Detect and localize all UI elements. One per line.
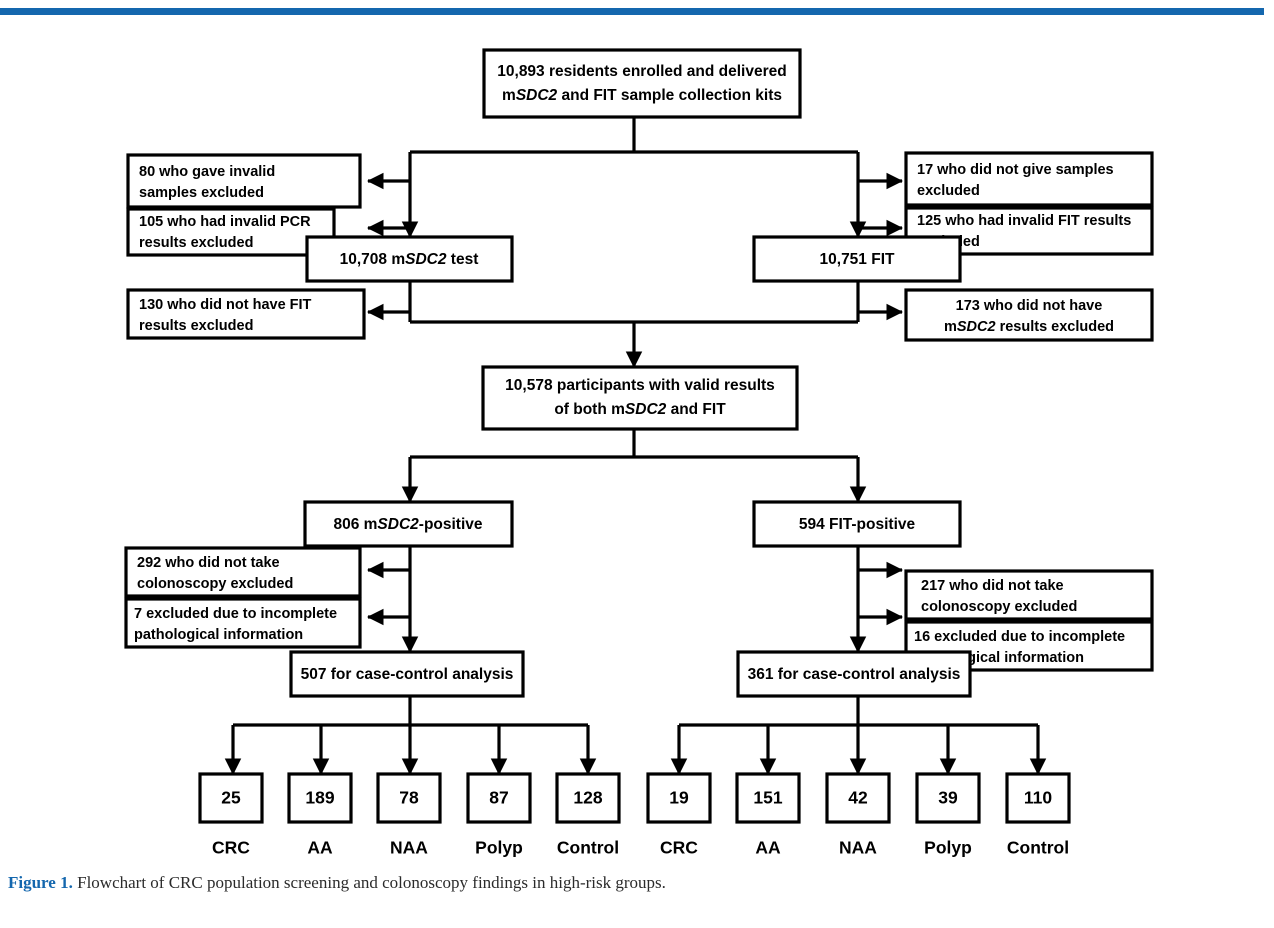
node-fit-test: 10,751 FIT — [752, 235, 962, 283]
figure-caption-text: Flowchart of CRC population screening an… — [72, 873, 666, 892]
node-excl-no-msdc2-results: 173 who did not have mSDC2 results exclu… — [904, 288, 1154, 342]
leaf-right-naa-label: NAA — [839, 838, 877, 858]
node-excl-no-fit-results: 130 who did not have FIT results exclude… — [126, 288, 366, 340]
flowchart-figure: 10,893 residents enrolled and delivered … — [0, 22, 1274, 862]
fit-test-label: 10,751 FIT — [820, 251, 895, 268]
excl-invalid-fit-line1: 125 who had invalid FIT results — [917, 213, 1131, 229]
excl-invalid-pcr-line1: 105 who had invalid PCR — [139, 214, 311, 230]
leaf-left-crc-value: 25 — [221, 788, 241, 808]
case-control-right-label: 361 for case-control analysis — [748, 666, 961, 683]
excl-incomplete-path-right-line1: 16 excluded due to incomplete — [914, 629, 1125, 645]
leaf-left-naa-value: 78 — [399, 788, 419, 808]
leaf-right-polyp: 39 Polyp — [915, 772, 981, 858]
node-excl-no-colo-right: 217 who did not take colonoscopy exclude… — [904, 569, 1154, 621]
leaf-left-crc-label: CRC — [212, 838, 250, 858]
excl-invalid-pcr-line2: results excluded — [139, 235, 253, 251]
node-case-control-right: 361 for case-control analysis — [736, 650, 972, 698]
node-excl-no-colo-left: 292 who did not take colonoscopy exclude… — [124, 546, 362, 598]
node-msdc2-test: 10,708 mSDC2 test — [305, 235, 514, 283]
leaf-right-aa: 151 AA — [735, 772, 801, 858]
flowchart-svg: 10,893 residents enrolled and delivered … — [124, 48, 1154, 858]
figure-caption: Figure 1. Flowchart of CRC population sc… — [8, 872, 1266, 894]
leaf-right-control-label: Control — [1007, 838, 1069, 858]
node-msdc2-positive: 806 mSDC2-positive — [303, 500, 514, 548]
leaf-left-polyp: 87 Polyp — [466, 772, 532, 858]
connector-right-fanout — [670, 696, 1047, 775]
leaf-right-polyp-label: Polyp — [924, 838, 972, 858]
case-control-left-label: 507 for case-control analysis — [301, 666, 514, 683]
connector-msdc2-positive-down — [367, 546, 419, 653]
leaf-left-aa-label: AA — [307, 838, 333, 858]
excl-incomplete-path-left-line2: pathological information — [134, 627, 303, 643]
node-valid-both: 10,578 participants with valid results o… — [481, 365, 799, 431]
leaf-right-crc-label: CRC — [660, 838, 698, 858]
fit-positive-label: 594 FIT-positive — [799, 516, 916, 533]
excl-invalid-samples-line2: samples excluded — [139, 185, 264, 201]
excl-no-msdc2-results-line1: 173 who did not have — [956, 298, 1103, 314]
leaf-left-naa-label: NAA — [390, 838, 428, 858]
excl-incomplete-path-left-line1: 7 excluded due to incomplete — [134, 606, 337, 622]
excl-no-samples-line2: excluded — [917, 183, 980, 199]
leaf-left-polyp-value: 87 — [489, 788, 508, 808]
leaf-left-naa: 78 NAA — [376, 772, 442, 858]
node-excl-incomplete-path-left: 7 excluded due to incomplete pathologica… — [124, 597, 362, 649]
leaf-left-polyp-label: Polyp — [475, 838, 523, 858]
node-enrolled-line1: 10,893 residents enrolled and delivered — [497, 63, 786, 80]
msdc2-test-label: 10,708 mSDC2 test — [340, 251, 479, 268]
leaf-right-aa-value: 151 — [753, 788, 782, 808]
excl-invalid-samples-line1: 80 who gave invalid — [139, 164, 275, 180]
leaf-left-control-value: 128 — [573, 788, 602, 808]
node-case-control-left: 507 for case-control analysis — [289, 650, 525, 698]
connector-left-fanout — [224, 696, 597, 775]
node-enrolled: 10,893 residents enrolled and delivered … — [482, 48, 802, 119]
leaf-right-crc: 19 CRC — [646, 772, 712, 858]
connector-fit-positive-down — [849, 546, 903, 653]
figure-caption-label: Figure 1. — [8, 873, 73, 892]
excl-no-colo-left-line1: 292 who did not take — [137, 555, 280, 571]
valid-both-line1: 10,578 participants with valid results — [505, 377, 775, 394]
excl-no-fit-results-line1: 130 who did not have FIT — [139, 297, 312, 313]
leaf-right-aa-label: AA — [755, 838, 781, 858]
leaf-right-naa: 42 NAA — [825, 772, 891, 858]
excl-no-colo-right-line1: 217 who did not take — [921, 578, 1064, 594]
leaf-right-control: 110 Control — [1005, 772, 1071, 858]
leaf-right-naa-value: 42 — [848, 788, 868, 808]
top-rule — [0, 8, 1264, 15]
leaf-left-control: 128 Control — [555, 772, 621, 858]
leaf-right-control-value: 110 — [1024, 788, 1052, 808]
leaf-left-control-label: Control — [557, 838, 619, 858]
leaf-left-aa-value: 189 — [305, 788, 334, 808]
excl-no-fit-results-line2: results excluded — [139, 318, 253, 334]
node-enrolled-line2: mSDC2 and FIT sample collection kits — [502, 87, 782, 104]
excl-no-colo-right-line2: colonoscopy excluded — [921, 599, 1077, 615]
leaf-left-aa: 189 AA — [287, 772, 353, 858]
connector-tests-to-valid — [408, 281, 860, 368]
excl-no-samples-line1: 17 who did not give samples — [917, 162, 1114, 178]
node-excl-no-samples: 17 who did not give samples excluded — [904, 151, 1154, 207]
excl-no-msdc2-results-line2: mSDC2 results excluded — [944, 319, 1114, 335]
node-excl-invalid-samples: 80 who gave invalid samples excluded — [126, 153, 362, 209]
leaf-right-polyp-value: 39 — [938, 788, 958, 808]
excl-no-colo-left-line2: colonoscopy excluded — [137, 576, 293, 592]
msdc2-positive-label: 806 mSDC2-positive — [333, 516, 482, 533]
node-excl-invalid-pcr: 105 who had invalid PCR results excluded — [126, 207, 336, 257]
node-fit-positive: 594 FIT-positive — [752, 500, 962, 548]
leaf-left-crc: 25 CRC — [198, 772, 264, 858]
leaf-right-crc-value: 19 — [669, 788, 689, 808]
valid-both-line2: of both mSDC2 and FIT — [554, 401, 726, 418]
connector-enrolled-to-tests — [401, 117, 867, 238]
